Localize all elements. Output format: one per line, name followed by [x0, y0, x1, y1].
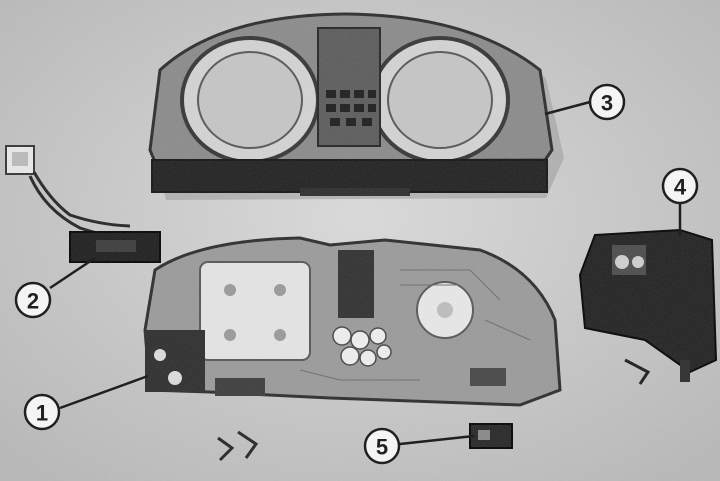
grain-overlay [0, 0, 720, 481]
instrument-cluster-photo: 3 4 2 1 5 [0, 0, 720, 481]
